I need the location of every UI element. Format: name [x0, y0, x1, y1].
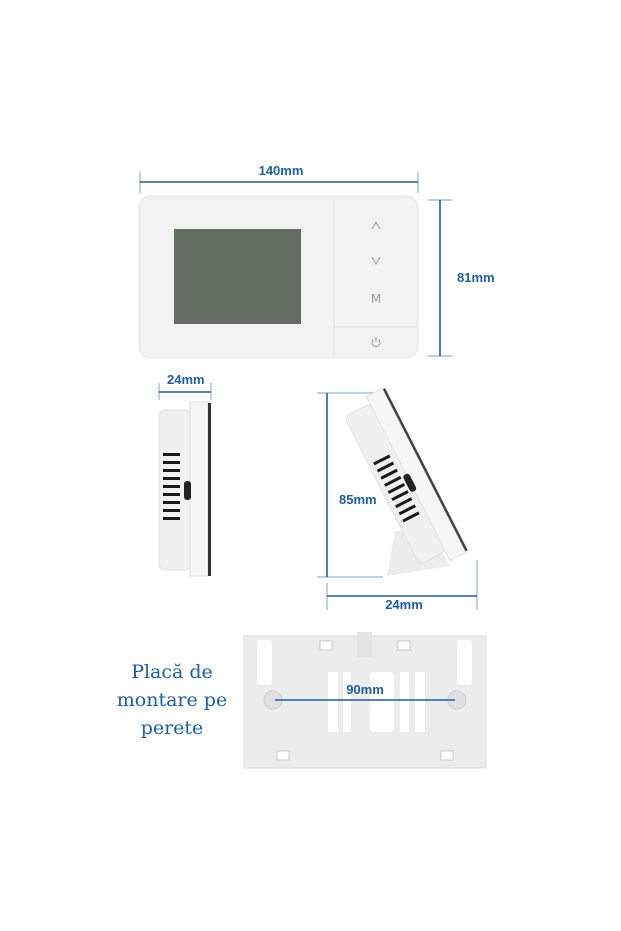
thermostat-side-view [158, 401, 211, 577]
vent-slot [163, 477, 180, 480]
vent-slot [376, 461, 395, 473]
vent-slot [163, 485, 180, 488]
svg-text:Placă de: Placă de [131, 661, 213, 683]
hole-spacing-label: 90mm [346, 682, 384, 697]
mode-button-label: M [371, 292, 381, 306]
vent-slot [163, 517, 180, 520]
vent-slot [163, 501, 180, 504]
stand-depth-label: 24mm [385, 597, 423, 612]
stand-height-dimension: 85mm [317, 392, 383, 578]
vent-slot [387, 483, 406, 494]
side-depth-label: 24mm [167, 372, 205, 387]
vent-slot [402, 511, 420, 523]
vent-slot [373, 454, 391, 466]
height-dimension: 81mm [428, 199, 495, 357]
vent-slot [398, 504, 416, 516]
thermostat-front-view: M [138, 195, 419, 359]
vent-slot [163, 469, 180, 472]
svg-text:perete: perete [141, 717, 204, 739]
vent-slot [391, 490, 409, 502]
stand-height-label: 85mm [339, 492, 377, 507]
vent-slots [163, 453, 180, 520]
vent-slot [163, 509, 180, 512]
side-depth-dimension: 24mm [158, 372, 212, 400]
vent-slot [380, 468, 398, 480]
height-label: 81mm [457, 270, 495, 285]
mounting-plate-caption: Placă de montare pe perete [117, 661, 227, 739]
vent-slot [163, 493, 180, 496]
width-label: 140mm [259, 163, 304, 178]
usb-port [184, 481, 191, 500]
thermostat-on-stand-view [345, 387, 468, 576]
chevron-down-icon [371, 256, 381, 266]
vent-slot [163, 461, 180, 464]
vent-slot [384, 475, 402, 487]
width-dimension: 140mm [139, 163, 419, 193]
stand-depth-dimension: 24mm [326, 560, 478, 612]
power-icon [371, 337, 381, 348]
vent-slot [163, 453, 180, 456]
lcd-screen [174, 229, 301, 324]
svg-text:montare pe: montare pe [117, 689, 227, 711]
chevron-up-icon [371, 220, 381, 230]
vent-slot [394, 497, 413, 509]
wall-mounting-plate: 90mm [243, 632, 487, 769]
